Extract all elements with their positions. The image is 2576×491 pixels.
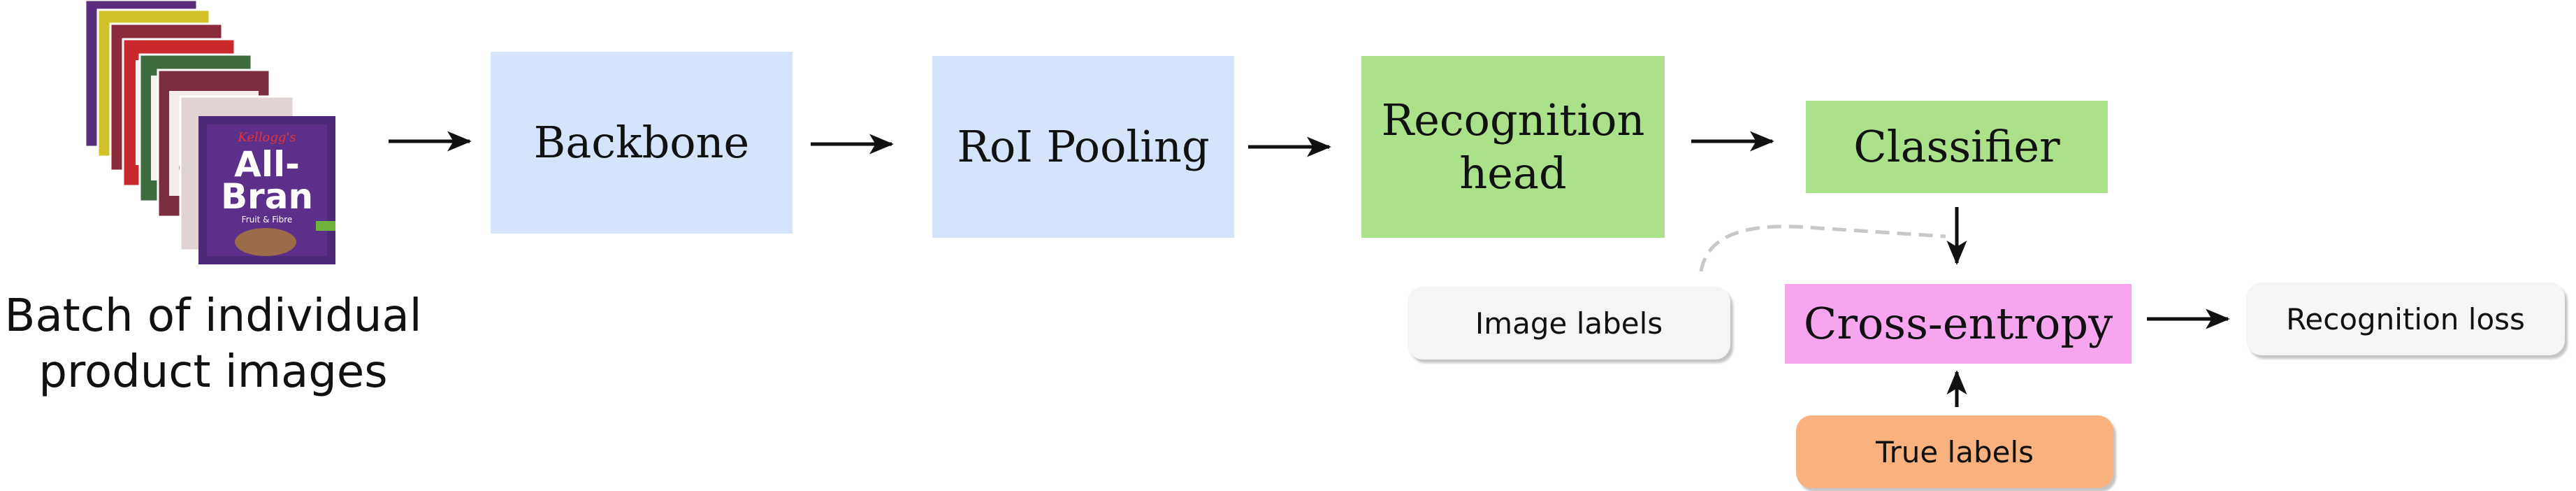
recognition-head-node: Recognition head <box>1361 56 1665 238</box>
input-caption-line2: product images <box>38 346 388 398</box>
backbone-node: Backbone <box>491 52 793 234</box>
roi-pooling-node: RoI Pooling <box>932 56 1234 238</box>
classifier-label: Classifier <box>1853 121 2060 173</box>
recognition-head-label-line2: head <box>1459 148 1567 199</box>
recognition-loss-pill: Recognition loss <box>2246 283 2565 355</box>
thumb-sub: Fruit & Fibre <box>242 215 293 225</box>
thumb-brand: Kellogg's <box>237 130 296 145</box>
classifier-node: Classifier <box>1806 101 2108 193</box>
true-labels-pill: True labels <box>1796 415 2113 488</box>
roi-pooling-label: RoI Pooling <box>957 121 1210 173</box>
backbone-label: Backbone <box>533 117 750 169</box>
image-labels-pill: Image labels <box>1408 287 1730 360</box>
thumb-name-line2: Bran <box>221 176 313 217</box>
thumb-name-line1: All- <box>234 144 300 185</box>
cross-entropy-node: Cross-entropy <box>1785 284 2132 364</box>
image-labels-label: Image labels <box>1475 306 1663 341</box>
input-caption: Batch of individual product images <box>0 288 426 400</box>
input-caption-line1: Batch of individual <box>4 290 422 342</box>
product-thumb-front: Kellogg's All- Bran Fruit & Fibre <box>198 116 335 264</box>
dashed-image-labels-to-classifier <box>1699 225 1946 272</box>
true-labels-label: True labels <box>1875 434 2034 469</box>
cross-entropy-label: Cross-entropy <box>1803 298 2113 350</box>
cereal-bowl-icon <box>235 228 296 256</box>
recognition-head-label-line1: Recognition <box>1381 94 1645 146</box>
recognition-loss-label: Recognition loss <box>2286 301 2525 336</box>
